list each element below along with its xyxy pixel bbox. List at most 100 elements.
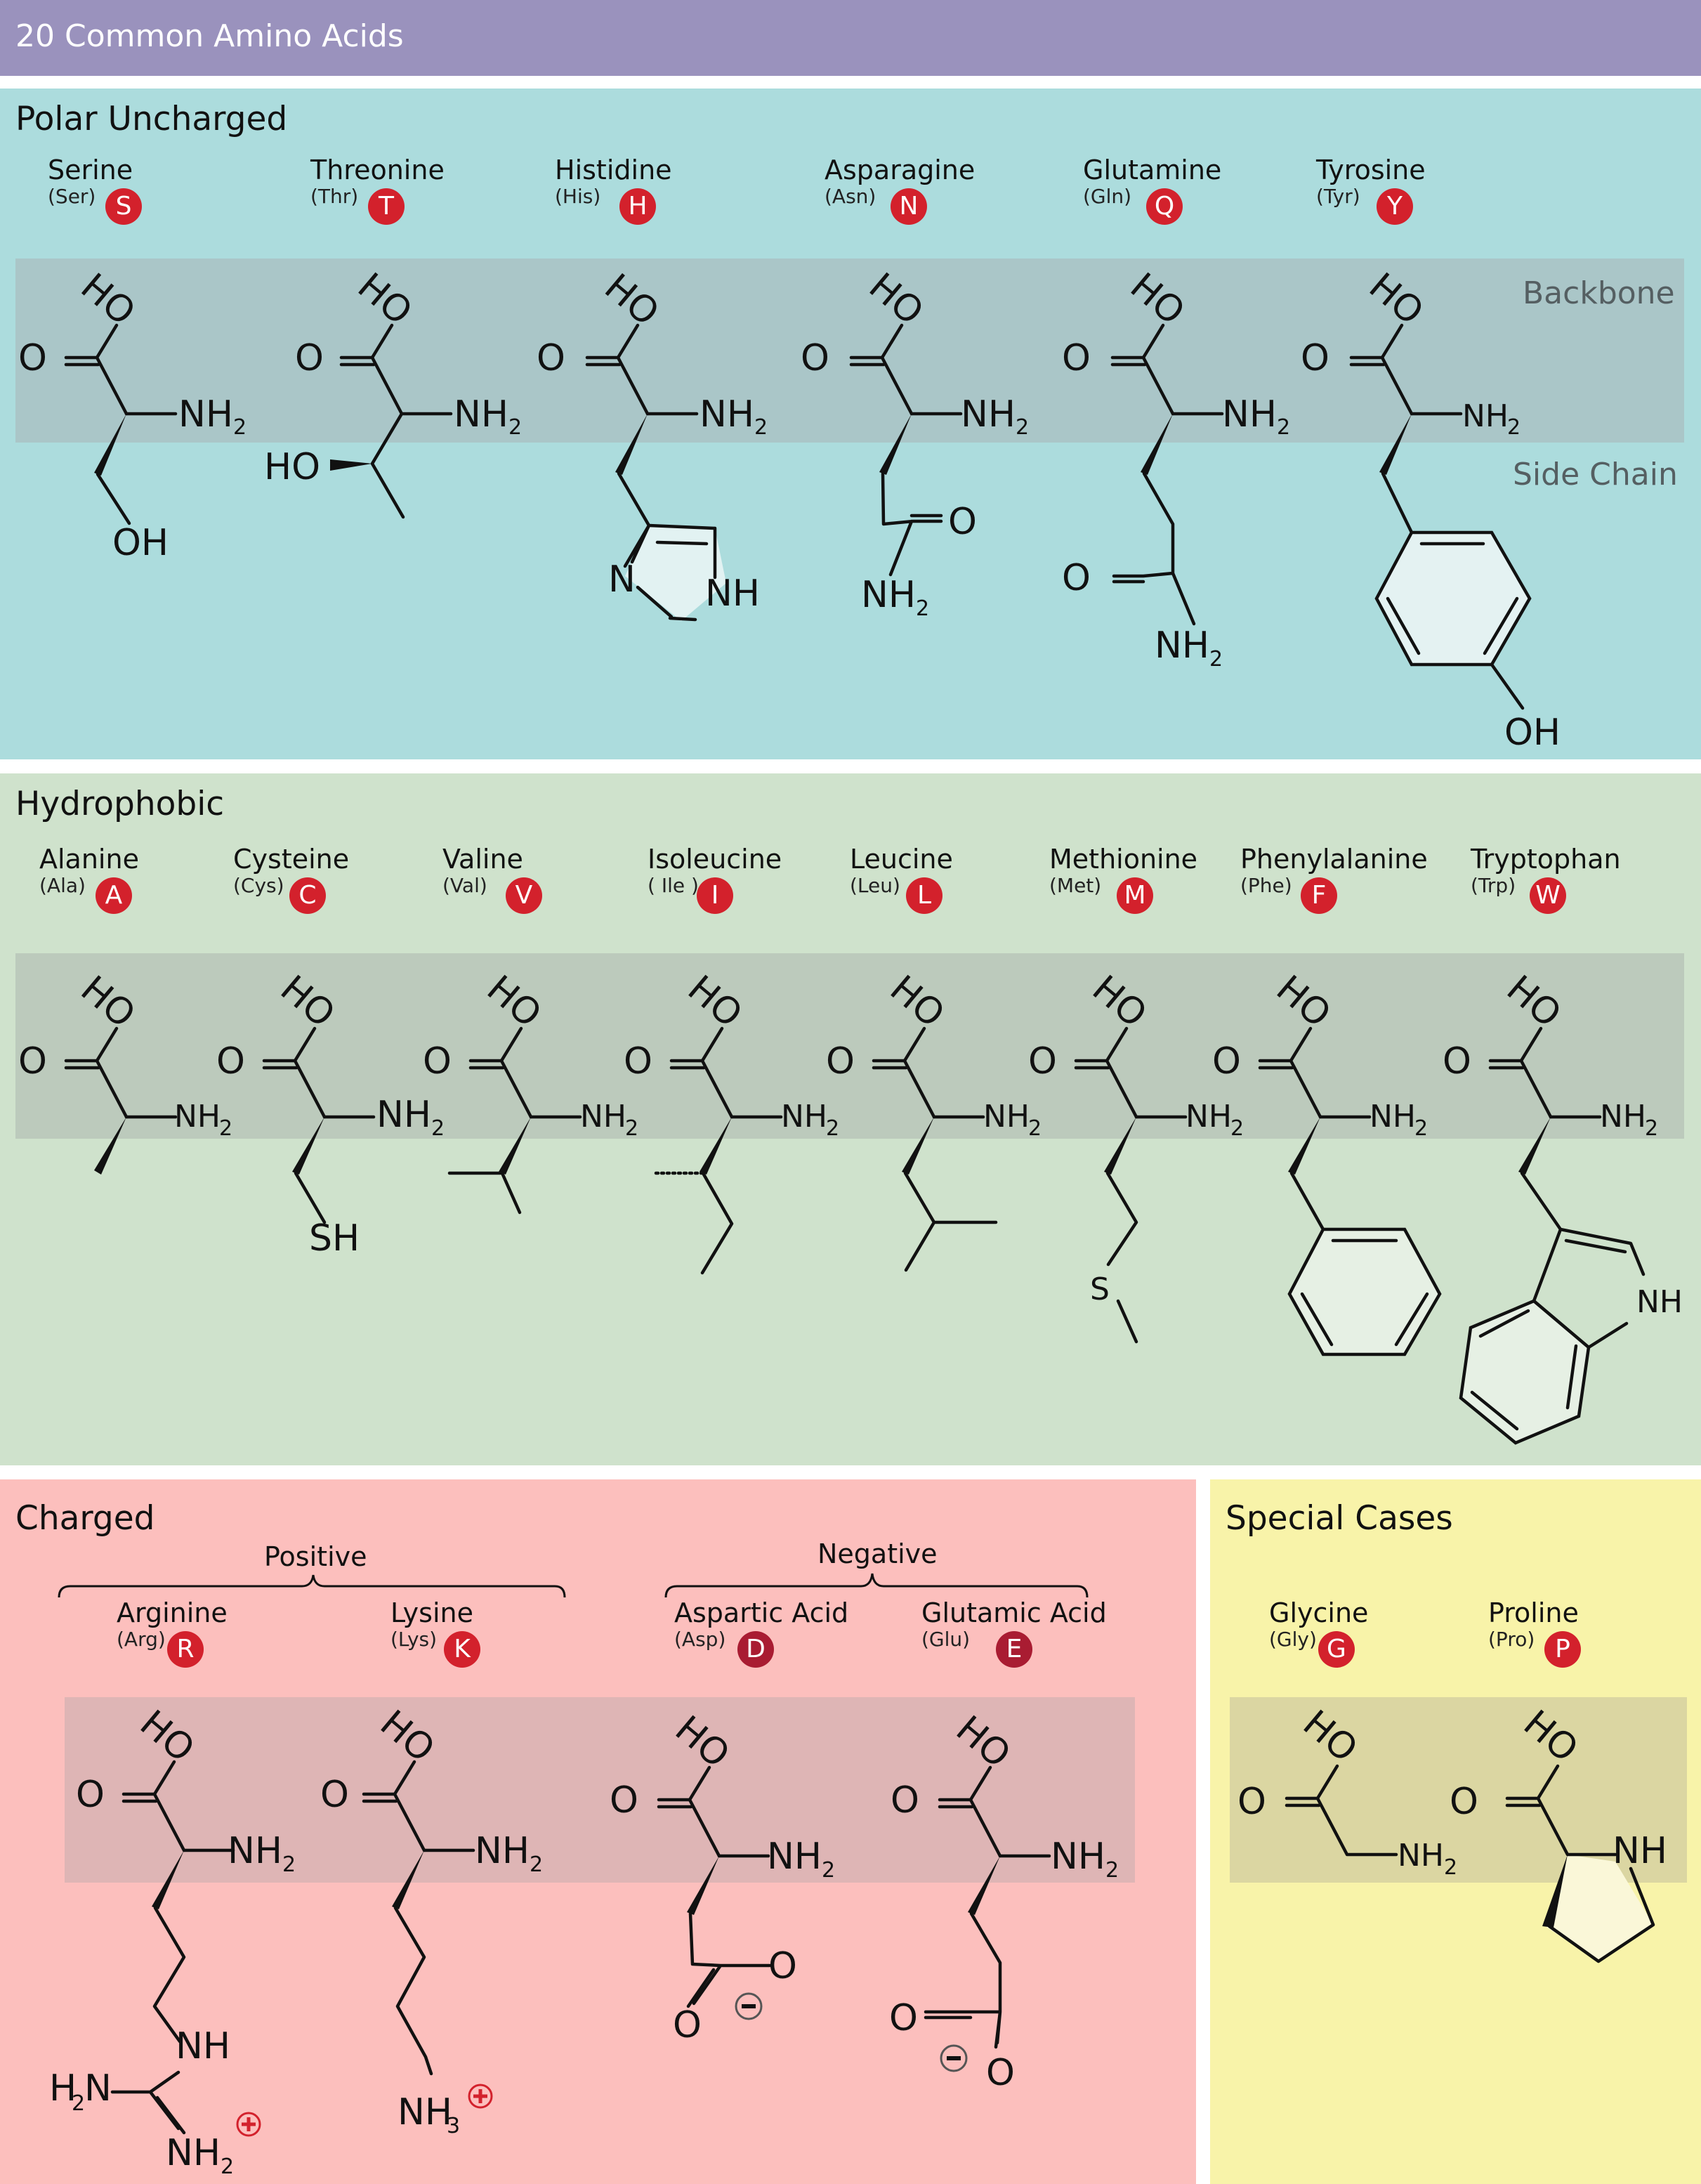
letter-badge: W	[1530, 877, 1566, 914]
page-title: 20 Common Amino Acids	[15, 18, 404, 54]
letter-badge: I	[697, 877, 733, 914]
letter-badge: E	[996, 1631, 1032, 1668]
letter-badge: N	[891, 188, 927, 225]
positive-brace	[58, 1574, 566, 1598]
letter-badge: Q	[1146, 188, 1183, 225]
backbone-band	[15, 953, 1684, 1139]
group-braces	[58, 1573, 1089, 1598]
polar-uncharged-panel: Polar Uncharged Backbone Side Chain Seri…	[0, 89, 1701, 759]
letter-badge: G	[1318, 1631, 1355, 1668]
amino-acid-name: Glutamine	[1083, 155, 1222, 185]
negative-brace	[664, 1573, 1089, 1598]
letter-badge: F	[1301, 877, 1337, 914]
charged-panel: Charged Positive Negative Arginine (Arg)…	[0, 1479, 1196, 2184]
letter-badge: K	[444, 1631, 480, 1668]
amino-acid-name: Alanine	[39, 844, 139, 875]
backbone-band	[65, 1697, 1135, 1883]
amino-acid-name: Isoleucine	[648, 844, 782, 875]
letter-badge: D	[737, 1631, 774, 1668]
amino-acid-abbr: (Val)	[442, 874, 487, 897]
letter-badge: V	[506, 877, 542, 914]
amino-acid-tryptophan: Tryptophan (Trp) W	[1471, 844, 1701, 914]
hydrophobic-panel: Hydrophobic Alanine (Ala) A Cysteine (Cy…	[0, 773, 1701, 1465]
amino-acid-abbr: (Ala)	[39, 874, 86, 897]
amino-acid-abbr: (His)	[555, 185, 601, 208]
amino-acid-glutamine: Glutamine (Gln) Q	[1083, 155, 1364, 225]
amino-acid-tyrosine: Tyrosine (Tyr) Y	[1316, 155, 1597, 225]
amino-acid-serine: Serine (Ser) S	[48, 155, 329, 225]
negative-group-label: Negative	[817, 1538, 938, 1569]
amino-acid-name: Arginine	[117, 1597, 228, 1628]
amino-acid-name: Cysteine	[233, 844, 350, 875]
amino-acid-name: Leucine	[850, 844, 953, 875]
letter-badge: T	[368, 188, 405, 225]
special-cases-panel: Special Cases Glycine (Gly) G Proline (P…	[1210, 1479, 1701, 2184]
letter-badge: Y	[1377, 188, 1413, 225]
amino-acid-lysine: Lysine (Lys) K	[390, 1597, 671, 1668]
amino-acid-proline: Proline (Pro) P	[1488, 1597, 1701, 1668]
letter-badge: H	[619, 188, 656, 225]
amino-acid-name: Histidine	[555, 155, 672, 185]
amino-acid-abbr: (Glu)	[921, 1628, 971, 1651]
amino-acid-abbr: (Cys)	[233, 874, 284, 897]
amino-acid-abbr: (Thr)	[310, 185, 359, 208]
amino-acid-abbr: (Leu)	[850, 874, 900, 897]
amino-acid-name: Tyrosine	[1316, 155, 1426, 185]
amino-acid-name: Serine	[48, 155, 133, 185]
amino-acid-abbr: (Arg)	[117, 1628, 166, 1651]
amino-acid-name: Glycine	[1269, 1597, 1369, 1628]
positive-group-label: Positive	[264, 1541, 367, 1572]
amino-acid-name: Glutamic Acid	[921, 1597, 1107, 1628]
amino-acid-leucine: Leucine (Leu) L	[850, 844, 1131, 914]
amino-acid-abbr: ( Ile )	[648, 874, 699, 897]
amino-acid-name: Phenylalanine	[1240, 844, 1428, 875]
amino-acid-glycine: Glycine (Gly) G	[1269, 1597, 1550, 1668]
letter-badge: A	[96, 877, 132, 914]
amino-acid-glutamic-acid: Glutamic Acid (Glu) E	[921, 1597, 1202, 1668]
amino-acid-name: Threonine	[310, 155, 445, 185]
amino-acid-abbr: (Gly)	[1269, 1628, 1317, 1651]
amino-acid-name: Lysine	[390, 1597, 473, 1628]
amino-acid-abbr: (Phe)	[1240, 874, 1292, 897]
amino-acid-name: Tryptophan	[1471, 844, 1621, 875]
section-title-special: Special Cases	[1226, 1499, 1453, 1538]
amino-acid-name: Asparagine	[825, 155, 976, 185]
letter-badge: R	[167, 1631, 204, 1668]
amino-acid-abbr: (Gln)	[1083, 185, 1132, 208]
amino-acid-phenylalanine: Phenylalanine (Phe) F	[1240, 844, 1521, 914]
letter-badge: S	[105, 188, 142, 225]
amino-acid-isoleucine: Isoleucine ( Ile ) I	[648, 844, 928, 914]
amino-acid-abbr: (Met)	[1049, 874, 1102, 897]
side-chain-label: Side Chain	[1513, 457, 1678, 492]
amino-acid-abbr: (Asp)	[674, 1628, 726, 1651]
amino-acid-abbr: (Trp)	[1471, 874, 1516, 897]
letter-badge: P	[1544, 1631, 1581, 1668]
section-title-polar: Polar Uncharged	[15, 100, 288, 138]
backbone-band	[15, 259, 1684, 443]
amino-acid-asparagine: Asparagine (Asn) N	[825, 155, 1105, 225]
title-bar: 20 Common Amino Acids	[0, 0, 1701, 76]
amino-acid-cysteine: Cysteine (Cys) C	[233, 844, 514, 914]
amino-acid-histidine: Histidine (His) H	[555, 155, 836, 225]
letter-badge: M	[1117, 877, 1153, 914]
amino-acid-valine: Valine (Val) V	[442, 844, 723, 914]
amino-acid-name: Valine	[442, 844, 523, 875]
backbone-label: Backbone	[1523, 275, 1675, 311]
amino-acid-name: Aspartic Acid	[674, 1597, 849, 1628]
amino-acid-abbr: (Lys)	[390, 1628, 438, 1651]
amino-acid-arginine: Arginine (Arg) R	[117, 1597, 398, 1668]
amino-acid-threonine: Threonine (Thr) T	[310, 155, 591, 225]
amino-acid-aspartic-acid: Aspartic Acid (Asp) D	[674, 1597, 955, 1668]
section-title-hydrophobic: Hydrophobic	[15, 785, 225, 823]
amino-acid-abbr: (Tyr)	[1316, 185, 1360, 208]
backbone-band	[1230, 1697, 1687, 1883]
amino-acid-abbr: (Ser)	[48, 185, 96, 208]
amino-acid-alanine: Alanine (Ala) A	[39, 844, 320, 914]
section-title-charged: Charged	[15, 1499, 155, 1538]
amino-acid-abbr: (Asn)	[825, 185, 876, 208]
letter-badge: C	[289, 877, 326, 914]
amino-acid-name: Methionine	[1049, 844, 1198, 875]
amino-acid-name: Proline	[1488, 1597, 1579, 1628]
letter-badge: L	[906, 877, 943, 914]
amino-acid-methionine: Methionine (Met) M	[1049, 844, 1330, 914]
